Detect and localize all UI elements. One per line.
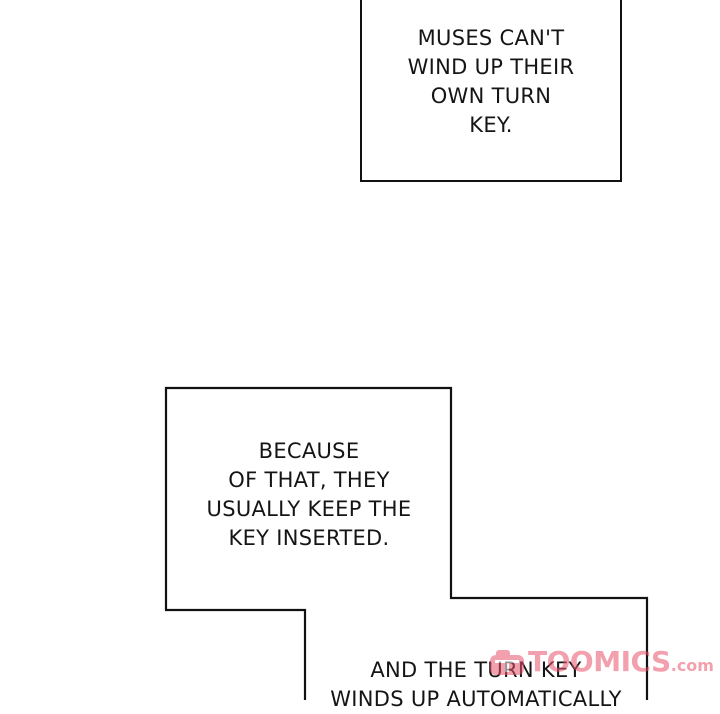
caption-line: BECAUSE xyxy=(258,439,360,463)
caption-text-middle: BECAUSE OF THAT, THEY USUALLY KEEP THE K… xyxy=(168,437,450,553)
caption-line: AND THE TURN KEY xyxy=(370,658,582,682)
caption-line: OF THAT, THEY xyxy=(228,468,390,492)
caption-line: MUSES CAN'T xyxy=(417,26,565,50)
watermark-brand: TOOMICS xyxy=(528,645,671,678)
watermark-text: TOOMICS.com xyxy=(528,645,714,678)
caption-line: KEY. xyxy=(469,113,513,137)
caption-line: WIND UP THEIR xyxy=(407,55,575,79)
toomics-watermark: TOOMICS.com xyxy=(486,643,716,687)
watermark-suffix: .com xyxy=(670,656,714,675)
toomics-logo-icon xyxy=(490,650,524,675)
caption-line: USUALLY KEEP THE xyxy=(206,497,412,521)
caption-box-top: MUSES CAN'T WIND UP THEIR OWN TURN KEY. xyxy=(360,0,622,182)
caption-line: KEY INSERTED. xyxy=(228,526,390,550)
caption-text-top: MUSES CAN'T WIND UP THEIR OWN TURN KEY. xyxy=(362,24,620,140)
caption-line: OWN TURN xyxy=(430,84,552,108)
